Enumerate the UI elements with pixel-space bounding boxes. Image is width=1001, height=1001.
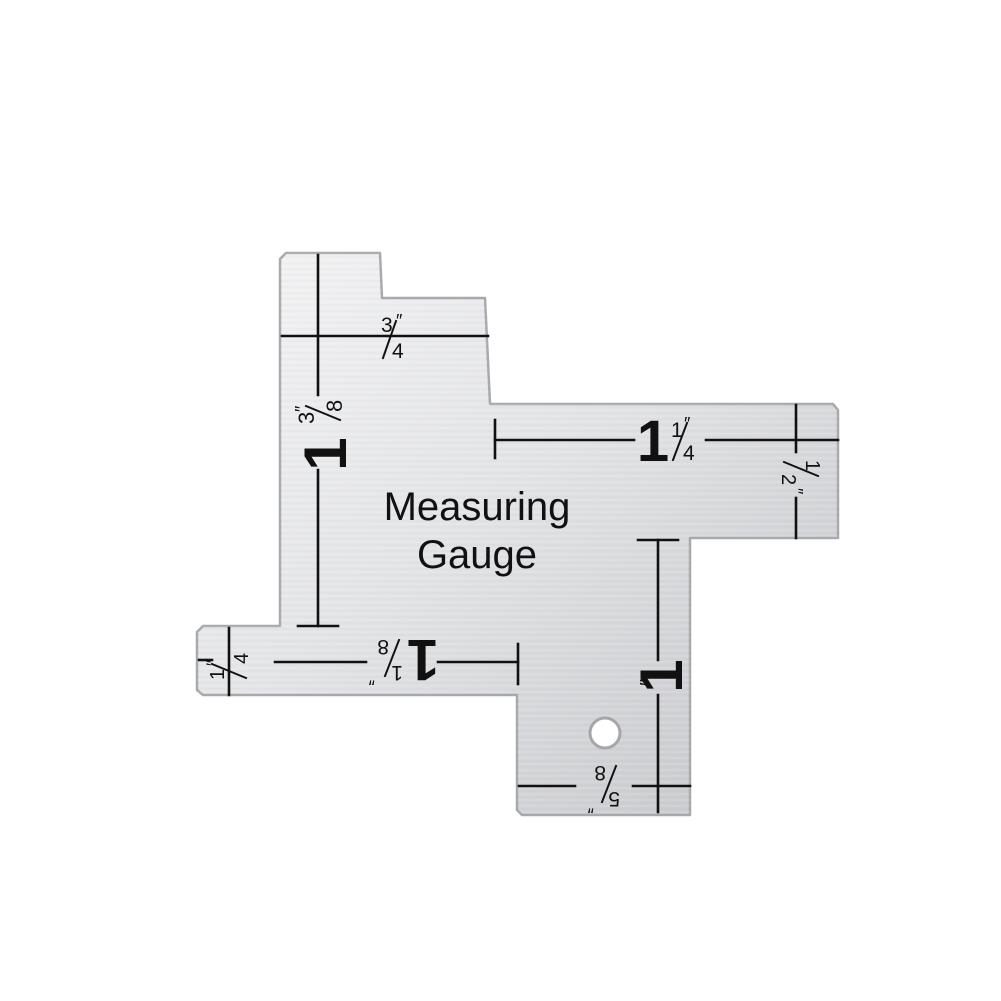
one-one-quarter-marker-lines <box>493 418 840 460</box>
svg-text:4: 4 <box>231 653 253 664</box>
title-gauge: Gauge <box>417 533 537 577</box>
svg-text:″: ″ <box>292 405 312 412</box>
label-one-one-quarter: 1 1 ″ 4 <box>637 409 695 474</box>
svg-text:″: ″ <box>786 488 806 495</box>
label-five-eighths: 5 8 ″ <box>587 761 620 816</box>
title-measuring: Measuring <box>384 485 571 529</box>
svg-text:4: 4 <box>392 340 404 363</box>
svg-text:1: 1 <box>628 659 695 692</box>
svg-text:8: 8 <box>377 635 389 658</box>
svg-text:″: ″ <box>203 660 222 666</box>
svg-text:″: ″ <box>368 668 375 688</box>
label-one-quarter: 1 ″ 4 <box>203 653 253 680</box>
svg-text:3: 3 <box>294 412 319 424</box>
svg-text:3: 3 <box>381 314 393 337</box>
svg-text:1: 1 <box>292 437 359 470</box>
svg-text:4: 4 <box>683 442 695 465</box>
svg-text:″: ″ <box>396 311 403 331</box>
label-three-quarter: 3 ″ 4 <box>381 311 404 363</box>
svg-text:1: 1 <box>671 419 683 442</box>
svg-text:8: 8 <box>322 400 347 412</box>
label-one-three-eighths: 1 3 ″ 8 <box>292 400 359 471</box>
hanging-hole <box>588 716 622 750</box>
svg-text:1: 1 <box>637 409 669 474</box>
svg-text:8: 8 <box>594 761 606 784</box>
svg-text:″: ″ <box>587 796 594 816</box>
label-one-half: 1 2 ″ <box>777 460 823 495</box>
three-quarter-marker-lines <box>280 253 490 397</box>
one-quarter-marker-lines <box>197 626 231 697</box>
label-one-one-eighth: 1 1 8 ″ <box>368 627 439 692</box>
svg-text:2: 2 <box>777 474 799 485</box>
label-one-inch: 1 ″ <box>628 659 695 692</box>
svg-text:1: 1 <box>801 460 823 471</box>
svg-text:″: ″ <box>637 679 659 686</box>
one-one-eighth-marker-lines <box>273 642 520 686</box>
svg-text:1: 1 <box>407 627 439 692</box>
one-inch-marker-lines <box>636 538 680 814</box>
svg-text:1: 1 <box>207 669 229 680</box>
one-three-eighths-marker-lines <box>296 468 340 628</box>
svg-text:5: 5 <box>608 787 620 810</box>
svg-text:1: 1 <box>391 661 403 684</box>
